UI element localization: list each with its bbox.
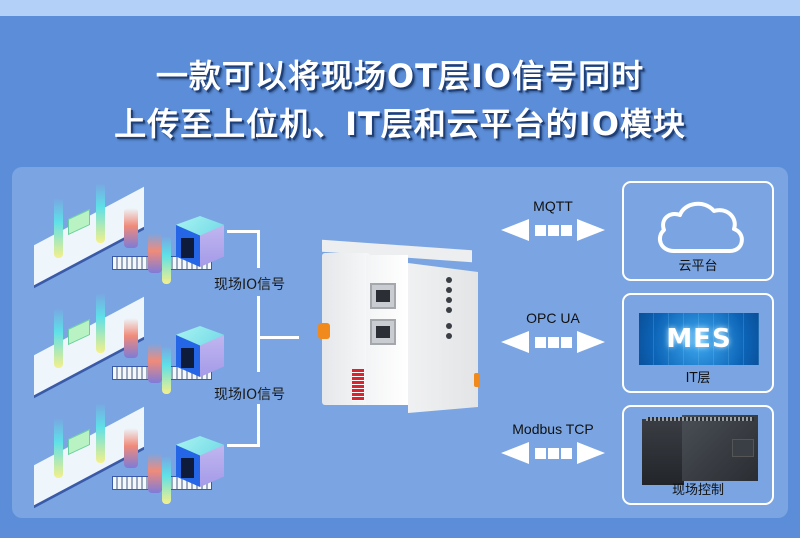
io-module-device <box>318 239 482 413</box>
status-led <box>446 297 452 303</box>
top-strip <box>0 0 800 16</box>
protocol-label: Modbus TCP <box>512 421 594 437</box>
card-label: IT层 <box>685 371 711 386</box>
bidirectional-arrow-icon <box>501 331 605 353</box>
light-pillar <box>54 418 63 478</box>
status-led <box>446 307 452 313</box>
status-led <box>446 323 452 329</box>
mes-image: MES <box>639 313 759 365</box>
light-pillar <box>148 343 162 383</box>
factory-scene <box>24 398 234 508</box>
connector-line <box>257 336 299 339</box>
plc-image <box>642 415 758 487</box>
light-pillar <box>148 233 162 273</box>
light-pillar <box>162 456 171 504</box>
signal-label: 现场IO信号 <box>214 387 286 403</box>
target-card-cloud: 云平台 <box>622 181 774 281</box>
protocol-label: MQTT <box>533 198 573 214</box>
light-pillar <box>124 428 138 468</box>
protocol-opc-ua: OPC UA <box>496 310 610 353</box>
connector-line <box>257 230 260 268</box>
target-card-field-control: 现场控制 <box>622 405 774 505</box>
connector-line <box>227 230 259 233</box>
status-led <box>446 277 452 283</box>
machine-cube <box>176 326 224 378</box>
light-pillar <box>54 198 63 258</box>
headline: 一款可以将现场OT层IO信号同时 上传至上位机、IT层和云平台的IO模块 <box>0 52 800 148</box>
orange-latch <box>474 373 480 387</box>
light-pillar <box>96 403 105 463</box>
bidirectional-arrow-icon <box>501 442 605 464</box>
target-card-it-layer: MES IT层 <box>622 293 774 393</box>
machine-cube <box>176 436 224 488</box>
protocol-label: OPC UA <box>526 310 580 326</box>
connector-line <box>257 296 260 372</box>
dip-switch <box>352 369 364 401</box>
signal-label: 现场IO信号 <box>214 277 286 293</box>
light-pillar <box>54 308 63 368</box>
headline-line-1: 一款可以将现场OT层IO信号同时 <box>155 57 645 95</box>
light-pillar <box>96 293 105 353</box>
light-pillar <box>162 346 171 394</box>
protocol-mqtt: MQTT <box>496 198 610 241</box>
machine-cube <box>176 216 224 268</box>
status-led <box>446 287 452 293</box>
protocol-modbus-tcp: Modbus TCP <box>496 421 610 464</box>
connector-line <box>257 404 260 446</box>
light-pillar <box>148 453 162 493</box>
light-pillar <box>124 208 138 248</box>
light-pillar <box>162 236 171 284</box>
status-led <box>446 333 452 339</box>
orange-latch <box>318 323 330 339</box>
ethernet-port-2 <box>370 319 396 345</box>
factory-scene <box>24 178 234 288</box>
connector-line <box>227 444 260 447</box>
card-label: 云平台 <box>678 259 718 274</box>
ethernet-port-1 <box>370 283 396 309</box>
light-pillar <box>96 183 105 243</box>
card-label: 现场控制 <box>671 483 724 498</box>
light-pillar <box>124 318 138 358</box>
factory-scene <box>24 288 234 398</box>
headline-line-2: 上传至上位机、IT层和云平台的IO模块 <box>114 105 686 143</box>
device-right-housing <box>408 263 478 413</box>
bidirectional-arrow-icon <box>501 219 605 241</box>
cloud-icon <box>657 201 744 253</box>
